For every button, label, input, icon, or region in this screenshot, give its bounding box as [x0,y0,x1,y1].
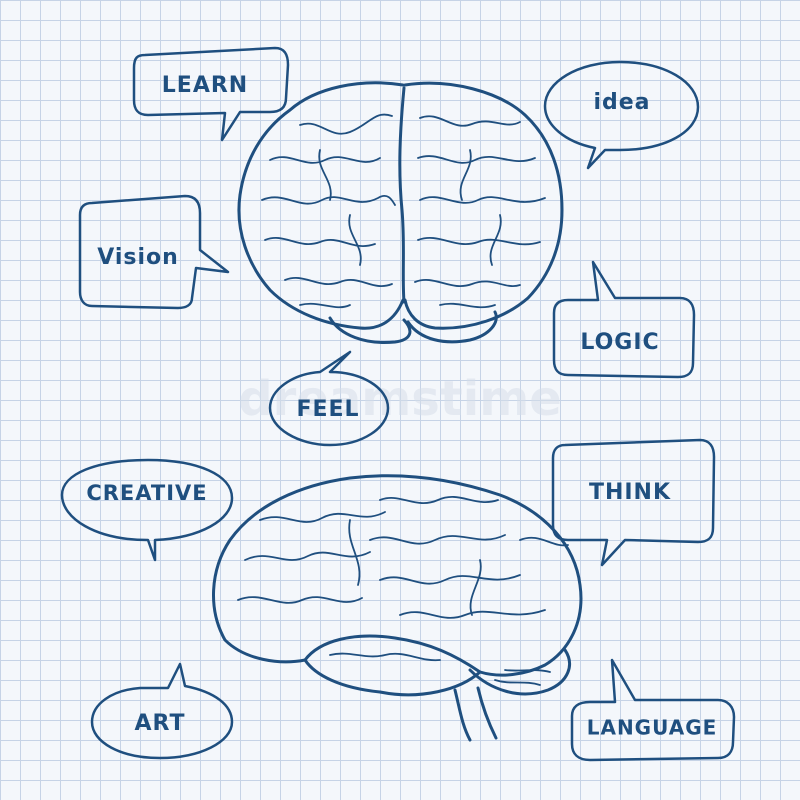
word-logic: LOGIC [580,330,659,355]
bubble-logic: LOGIC [552,260,696,379]
bubble-feel: FEEL [268,350,390,447]
word-creative: CREATIVE [86,481,207,505]
top-brain-drawing [237,81,564,345]
bubble-idea: idea [543,60,700,170]
bubble-learn: LEARN [132,46,290,142]
bubble-creative: CREATIVE [60,458,234,562]
side-brain-drawing [212,474,583,742]
watermark: dreamstime [238,371,562,427]
word-art: ART [135,711,186,736]
word-learn: LEARN [162,73,248,98]
bubble-art: ART [90,662,234,760]
bubble-think: THINK [551,438,716,567]
word-language: LANGUAGE [587,716,718,740]
word-think: THINK [589,480,671,505]
bubble-vision: Vision [78,194,230,310]
bubble-language: LANGUAGE [570,658,736,762]
word-idea: idea [593,90,650,115]
word-feel: FEEL [296,397,359,422]
word-vision: Vision [97,245,179,270]
